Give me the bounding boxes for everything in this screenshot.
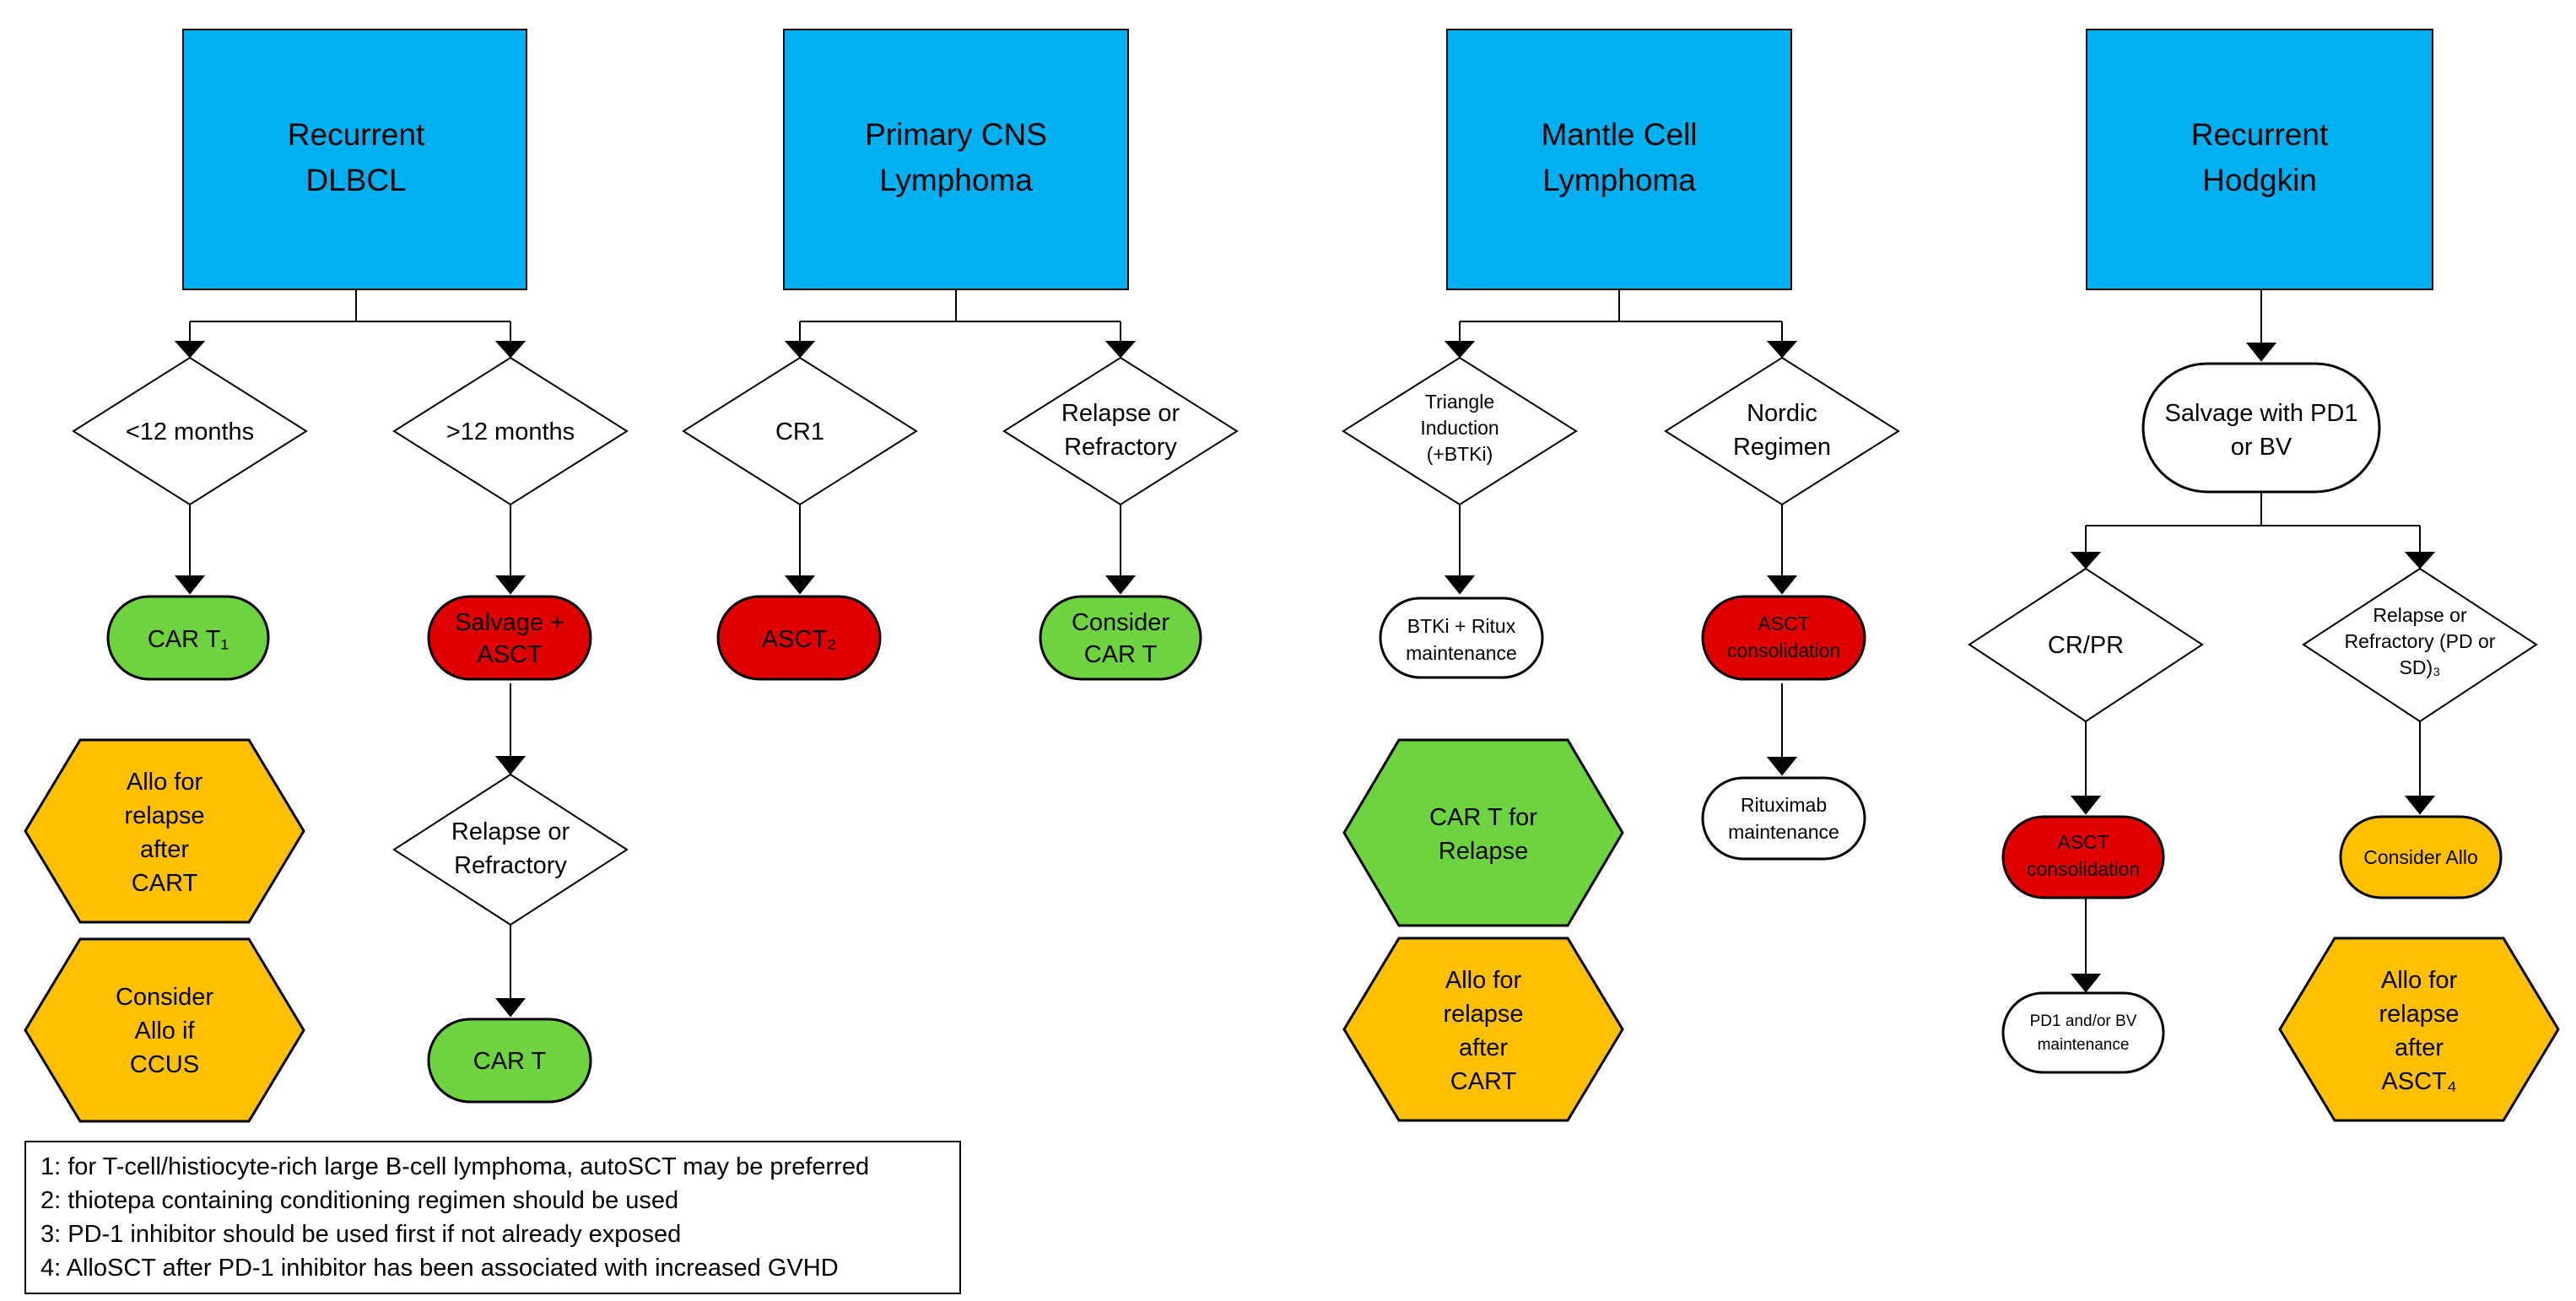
svg-text:CAR T: CAR T (473, 1048, 547, 1075)
svg-text:CR1: CR1 (775, 418, 824, 445)
svg-text:ASCT₂: ASCT₂ (762, 626, 837, 653)
svg-text:CAR T₁: CAR T₁ (148, 626, 229, 653)
terminal-consider-allo: Consider Allo (2339, 815, 2503, 899)
footnote-2: 2: thiotepa containing conditioning regi… (41, 1187, 678, 1214)
diamond-lt-12-months: <12 months (72, 356, 308, 506)
svg-text:Consider Allo: Consider Allo (2363, 846, 2478, 868)
terminal-car-t1: CAR T₁ (106, 595, 270, 681)
svg-text:<12 months: <12 months (126, 418, 254, 445)
terminal-asct2: ASCT₂ (716, 595, 882, 681)
terminal-salvage-asct: Salvage +ASCT (427, 595, 592, 681)
connector-hodgkin (2070, 289, 2436, 993)
connector-pcnsl (784, 289, 1137, 595)
footnote-3: 3: PD-1 inhibitor should be used first i… (41, 1221, 681, 1248)
connector-mcl (1444, 289, 1798, 776)
svg-text:>12 months: >12 months (446, 418, 575, 445)
footnote-1: 1: for T-cell/histiocyte-rich large B-ce… (41, 1153, 869, 1180)
diamond-cr1: CR1 (682, 356, 918, 506)
diamond-cr-pr: CR/PR (1968, 567, 2204, 723)
svg-text:CR/PR: CR/PR (2048, 632, 2124, 659)
connectors (174, 289, 2436, 1018)
svg-text:Salvage +ASCT: Salvage +ASCT (455, 609, 564, 668)
diamond-gt-12-months: >12 months (392, 356, 629, 506)
footnote-4: 4: AlloSCT after PD-1 inhibitor has been… (41, 1255, 839, 1282)
footnotes-box: 1: for T-cell/histiocyte-rich large B-ce… (24, 1141, 961, 1294)
terminal-dlbcl-car-t: CAR T (427, 1018, 592, 1104)
